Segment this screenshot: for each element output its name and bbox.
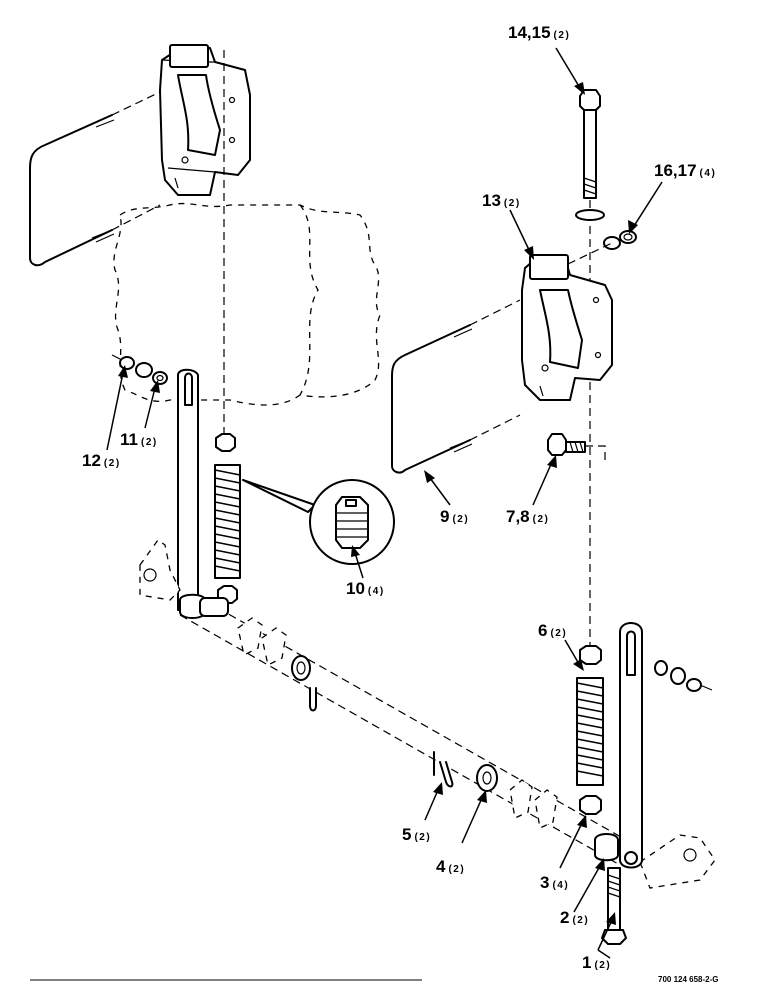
callout-10: 10(4) (346, 579, 385, 598)
left-spring (214, 433, 241, 604)
callout-2: 2(2) (560, 908, 589, 927)
callout-9: 9(2) (440, 507, 469, 526)
bottom-bolt (601, 867, 627, 945)
left-u-bolt (29, 91, 161, 267)
right-shaft-components (433, 751, 558, 829)
leader-lines (106, 47, 663, 959)
left-lever-hardware (111, 354, 168, 385)
callout-5: 5(2) (402, 825, 431, 844)
small-bolt (547, 433, 606, 465)
right-lower-mount (639, 834, 716, 889)
callout-1: 1(2) (582, 953, 611, 972)
callout-11: 11(2) (120, 430, 158, 449)
left-upper-bracket (159, 44, 251, 196)
right-lever-arm (594, 622, 643, 869)
callout-labels: 14,15(2) 16,17(4) 13(2) 11(2) 12(2) 9(2)… (82, 23, 716, 972)
callout-3: 3(4) (540, 873, 569, 892)
callout-7-8: 7,8(2) (506, 507, 549, 526)
left-shaft-components (237, 617, 317, 712)
left-lower-mount (139, 539, 181, 601)
zoom-detail-circle (242, 479, 395, 565)
left-lever-arm (177, 368, 199, 611)
drawing-number: 700 124 658-2-G (658, 975, 719, 984)
right-spring (576, 645, 604, 815)
right-nut-washer (567, 230, 637, 265)
callout-16-17: 16,17(4) (654, 161, 716, 180)
callout-6: 6(2) (538, 621, 567, 640)
right-u-bolt (391, 299, 521, 474)
callout-14-15: 14,15(2) (508, 23, 570, 42)
callout-4: 4(2) (436, 857, 465, 876)
frame-tube-phantom (113, 202, 381, 406)
callout-13: 13(2) (482, 191, 521, 210)
right-upper-bracket (521, 254, 613, 401)
right-lever-hardware (654, 660, 713, 692)
callout-12: 12(2) (82, 451, 121, 470)
